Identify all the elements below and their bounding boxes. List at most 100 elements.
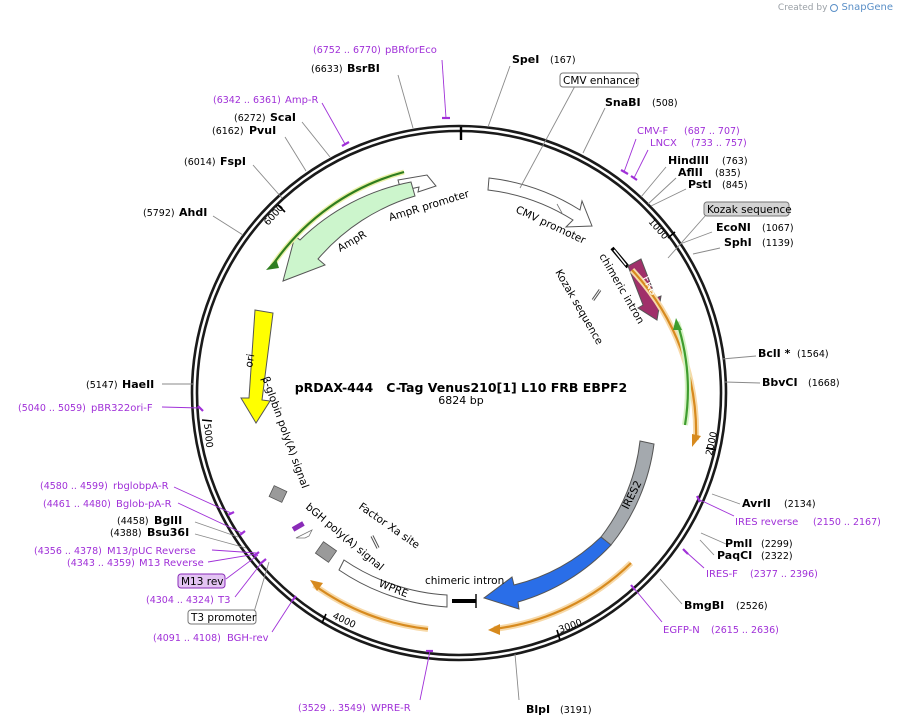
- leader-psti: [650, 188, 687, 207]
- primer-rbglobpa-r[interactable]: rbglobpA-R: [113, 481, 169, 492]
- box-kozak-sequence-label: Kozak sequence: [707, 204, 792, 216]
- tick-label-1000: 1000: [646, 217, 670, 242]
- primer-pbrforeco[interactable]: pBRforEco: [385, 45, 437, 56]
- enzyme-psti[interactable]: PstI: [688, 178, 712, 191]
- primer-ires-f[interactable]: IRES-F: [706, 569, 738, 580]
- leader-pmli: [700, 532, 727, 545]
- tick-1000: [667, 231, 676, 239]
- primer-mark-cmv-f: [620, 169, 629, 175]
- enzyme-pvui[interactable]: PvuI: [249, 124, 276, 137]
- enzyme-haeii-pos: (5147): [86, 380, 118, 391]
- label-ori: ori: [243, 353, 257, 369]
- brand-prefix: Created by: [777, 2, 828, 13]
- enzyme-bsrbi[interactable]: BsrBI: [347, 62, 380, 75]
- enzyme-avrii[interactable]: AvrII: [742, 497, 771, 510]
- enzyme-aflii[interactable]: AflII: [678, 166, 703, 179]
- leader-snabi: [582, 107, 606, 154]
- primer-t3[interactable]: T3: [217, 595, 230, 606]
- enzyme-blpi[interactable]: BlpI: [526, 703, 550, 716]
- primer-pbr322ori-f[interactable]: pBR322ori-F: [91, 403, 153, 414]
- enzyme-spei-pos: (167): [550, 55, 576, 66]
- enzyme-bbvci-pos: (1668): [808, 378, 840, 389]
- box-t3-promoter-label: T3 promoter: [190, 612, 257, 624]
- enzyme-bsu36i[interactable]: Bsu36I: [147, 526, 189, 539]
- leader-cmv-enhancer: [519, 85, 576, 189]
- enzyme-fspi-pos: (6014): [184, 157, 216, 168]
- feature-small-marker[interactable]: [291, 521, 305, 532]
- enzyme-avrii-pos: (2134): [784, 499, 816, 510]
- primer-cmv-f[interactable]: CMV-F: [637, 126, 668, 137]
- enzyme-haeii[interactable]: HaeII: [122, 378, 154, 391]
- feature-ebfp2[interactable]: [482, 536, 612, 610]
- leader-econi: [679, 231, 713, 245]
- primer-mark-bglob: [239, 530, 246, 536]
- primer-m13-puc[interactable]: M13/pUC Reverse: [107, 546, 196, 557]
- feature-beta-globin-polya[interactable]: [268, 485, 288, 503]
- enzyme-spei[interactable]: SpeI: [512, 53, 539, 66]
- primer-pbrforeco-range: (6752 .. 6770): [313, 45, 381, 56]
- enzyme-blpi-pos: (3191): [560, 705, 592, 716]
- leader-scai: [301, 121, 331, 158]
- leader-m13-reverse: [207, 553, 257, 563]
- enzyme-bmgbi[interactable]: BmgBI: [684, 599, 724, 612]
- enzyme-ahdi[interactable]: AhdI: [179, 206, 207, 219]
- enzyme-bglii-pos: (4458): [117, 516, 149, 527]
- enzyme-paqci[interactable]: PaqCI: [717, 549, 752, 562]
- leader-m13-puc: [211, 549, 258, 554]
- enzyme-pvui-pos: (6162): [212, 126, 244, 137]
- primer-wpre-r[interactable]: WPRE-R: [371, 703, 411, 714]
- box-m13-rev[interactable]: [177, 573, 226, 589]
- leader-t3-promoter: [253, 561, 270, 613]
- enzyme-snabi-pos: (508): [652, 98, 678, 109]
- enzyme-snabi[interactable]: SnaBI: [605, 96, 641, 109]
- enzyme-scai[interactable]: ScaI: [270, 111, 296, 124]
- primer-pbr322ori-f-range: (5040 .. 5059): [18, 403, 86, 414]
- box-kozak-sequence[interactable]: [703, 201, 790, 217]
- enzyme-psti-pos: (845): [722, 180, 748, 191]
- primer-bglob-pa-r[interactable]: Bglob-pA-R: [116, 499, 172, 510]
- enzyme-fspi[interactable]: FspI: [220, 155, 246, 168]
- leader-kozak-box: [667, 214, 707, 259]
- enzyme-hindiii-pos: (763): [722, 156, 748, 167]
- label-chimeric-intron-bottom: chimeric intron: [425, 575, 504, 587]
- leader-t3: [234, 560, 264, 598]
- primer-ires-f-range: (2377 .. 2396): [750, 569, 818, 580]
- box-t3-promoter[interactable]: [187, 609, 257, 625]
- leader-pbrforeco: [441, 59, 447, 119]
- enzyme-econi[interactable]: EcoNI: [716, 221, 751, 234]
- primer-lncx-range: (733 .. 757): [691, 138, 747, 149]
- enzyme-hindiii[interactable]: HindIII: [668, 154, 709, 167]
- primer-leaders: [161, 59, 735, 701]
- leader-spei: [487, 65, 511, 128]
- feature-bgh-polya[interactable]: [314, 541, 338, 563]
- primer-bgh-rev[interactable]: BGH-rev: [227, 633, 269, 644]
- leader-paqci: [699, 539, 715, 556]
- feature-ampr[interactable]: [282, 181, 416, 282]
- primer-egfp-n[interactable]: EGFP-N: [663, 625, 700, 636]
- enzyme-sphi[interactable]: SphI: [724, 236, 752, 249]
- enzyme-pmli[interactable]: PmlI: [725, 537, 752, 550]
- leader-bsu36i: [194, 533, 247, 549]
- feature-ori[interactable]: [240, 309, 274, 424]
- green-orf-right-core: [675, 321, 689, 426]
- primer-m13-reverse[interactable]: M13 Reverse: [139, 558, 204, 569]
- leader-pvui: [284, 136, 307, 172]
- leader-pbr322ori-f: [161, 406, 201, 409]
- primer-mark-rbglob: [227, 511, 235, 516]
- primer-lncx[interactable]: LNCX: [650, 138, 677, 149]
- box-cmv-enhancer[interactable]: [559, 72, 639, 88]
- enzyme-bbvci[interactable]: BbvCI: [762, 376, 798, 389]
- ires2-hatch-top: [605, 540, 618, 551]
- primer-amp-r[interactable]: Amp-R: [285, 95, 319, 106]
- feature-cmv-promoter[interactable]: [487, 177, 593, 228]
- enzyme-bglii[interactable]: BglII: [154, 514, 182, 527]
- primer-ires-reverse[interactable]: IRES reverse: [735, 517, 798, 528]
- feature-wpre[interactable]: [338, 559, 448, 608]
- factor-xa-site-inner: [371, 535, 379, 549]
- tick-label-5000: 5000: [201, 423, 214, 448]
- enzyme-bcli[interactable]: BclI *: [758, 347, 791, 360]
- primer-amp-r-range: (6342 .. 6361): [213, 95, 281, 106]
- label-factor-xa-site: Factor Xa site: [356, 501, 421, 552]
- tick-label-2000: 2000: [704, 431, 720, 457]
